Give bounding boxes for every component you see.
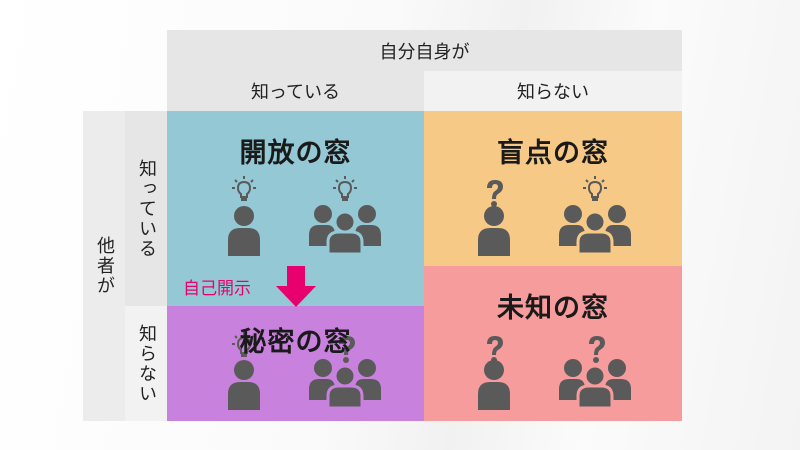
hidden-window (167, 306, 424, 421)
self-known-header: 知っている (167, 71, 424, 111)
hidden-window-title: 秘密の窓 (239, 327, 352, 358)
others-unknown-label: 知らない (136, 323, 157, 404)
open-window-title: 開放の窓 (239, 138, 352, 169)
group-icon (309, 202, 381, 254)
blind-window: 盲点の窓 (424, 111, 682, 266)
unknown-window: 未知の窓 (424, 266, 682, 421)
self-unknown-label: 知らない (517, 82, 589, 103)
person-icon (226, 358, 262, 410)
group-icon (309, 356, 381, 408)
lightbulb-icon (583, 176, 607, 202)
lightbulb-icon (333, 176, 357, 202)
self-header: 自分自身が (167, 30, 682, 71)
others-known-header: 知っている (125, 111, 167, 306)
group-icon (559, 356, 631, 408)
self-known-label: 知っている (250, 82, 341, 103)
self-disclosure-label: 自己開示 (183, 279, 251, 299)
others-known-label: 知っている (136, 158, 157, 259)
person-icon (476, 358, 512, 410)
down-arrow-icon (275, 266, 317, 308)
others-unknown-header: 知らない (125, 306, 167, 421)
group-icon (559, 202, 631, 254)
lightbulb-icon (232, 176, 256, 202)
blind-window-title: 盲点の窓 (497, 138, 609, 169)
person-icon (476, 204, 512, 256)
others-header-label: 他者が (94, 236, 115, 296)
person-icon (226, 204, 262, 256)
unknown-window-title: 未知の窓 (497, 293, 609, 324)
self-unknown-header: 知らない (424, 71, 682, 111)
others-header: 他者が (83, 111, 125, 421)
self-header-label: 自分自身が (379, 41, 470, 63)
